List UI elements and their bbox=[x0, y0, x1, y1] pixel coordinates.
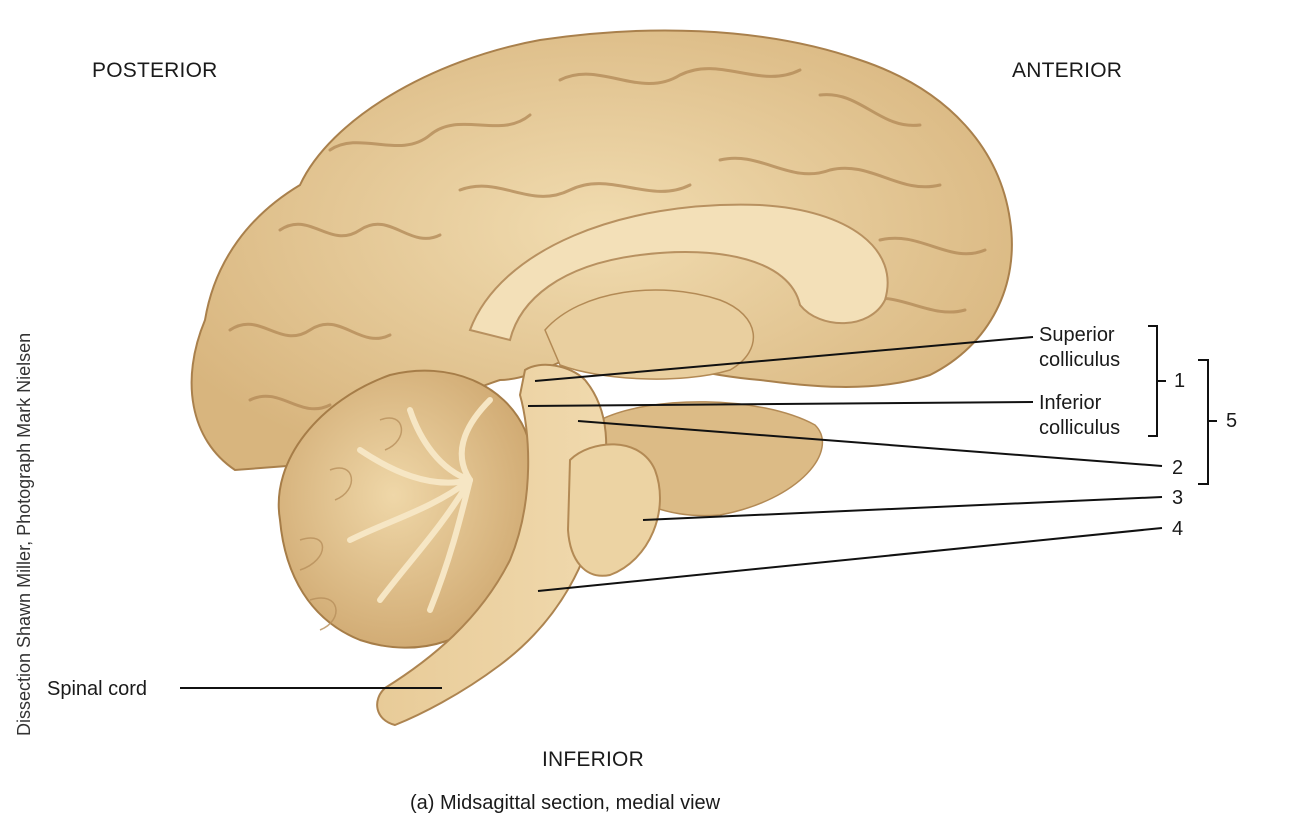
superior-colliculus-label-line2: colliculus bbox=[1039, 349, 1121, 371]
leader-3 bbox=[642, 496, 1163, 521]
figure-caption: (a) Midsagittal section, medial view bbox=[410, 792, 721, 814]
leader-4 bbox=[537, 527, 1163, 592]
corpus-callosum bbox=[468, 203, 889, 342]
inferior-label: INFERIOR bbox=[542, 748, 644, 771]
number-4-label: 4 bbox=[1172, 518, 1184, 540]
number-3-label: 3 bbox=[1172, 487, 1184, 509]
number-2-label: 2 bbox=[1172, 457, 1184, 479]
inferior-colliculus-label-line1: Inferior bbox=[1039, 392, 1102, 414]
number-1-label: 1 bbox=[1174, 370, 1186, 392]
leader-superior-colliculus bbox=[534, 336, 1034, 382]
bracket-1 bbox=[1148, 325, 1158, 437]
brainstem bbox=[376, 363, 608, 727]
number-5-label: 5 bbox=[1226, 410, 1238, 432]
spinal-cord-label: Spinal cord bbox=[47, 678, 148, 700]
superior-colliculus-label-line1: Superior bbox=[1039, 324, 1115, 346]
leader-inferior-colliculus bbox=[527, 401, 1034, 407]
pons bbox=[566, 443, 661, 577]
inferior-colliculus-label-line2: colliculus bbox=[1039, 417, 1121, 439]
photo-credit: Dissection Shawn Miller, Photograph Mark… bbox=[14, 332, 34, 736]
anterior-label: ANTERIOR bbox=[1012, 59, 1123, 82]
bracket-5 bbox=[1198, 359, 1209, 485]
leader-2 bbox=[577, 420, 1163, 467]
posterior-label: POSTERIOR bbox=[92, 59, 218, 82]
thalamus bbox=[544, 289, 755, 380]
